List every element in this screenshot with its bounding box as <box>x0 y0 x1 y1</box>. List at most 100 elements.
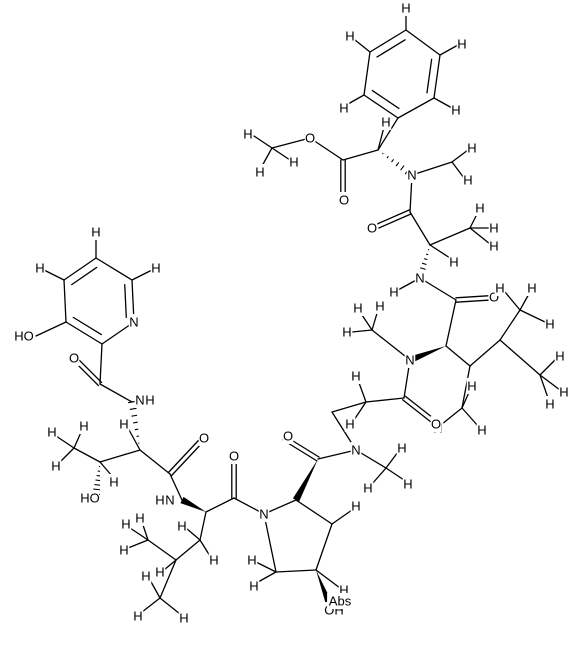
ring-bond-line <box>65 321 103 345</box>
atom-label-background <box>118 542 130 558</box>
atom-label-background <box>338 100 350 116</box>
bond-line <box>451 161 465 179</box>
atom-label-background <box>350 368 362 384</box>
phenyl-hydrogen-label: H <box>451 103 460 118</box>
bond-line <box>147 539 177 561</box>
methyl-hydrogen-label: H <box>289 155 298 170</box>
aromatic-inner-bond-line <box>71 266 98 286</box>
methyl-hydrogen-label: H <box>135 511 144 526</box>
atom-label-background <box>350 498 362 514</box>
atom-label-background <box>476 422 488 438</box>
atom-label-background <box>282 428 294 444</box>
double-bond-line <box>78 359 103 384</box>
aromatic-inner-bond-line <box>426 58 433 94</box>
hashed-wedge-bond <box>127 400 140 444</box>
atom-label-background <box>396 440 408 456</box>
atom-label-background <box>400 0 412 16</box>
atom-label-background <box>488 238 500 254</box>
bond-line <box>385 451 399 469</box>
methyl-hydrogen-label: H <box>51 459 60 474</box>
atom-label-background <box>140 568 152 584</box>
bond-line <box>35 321 67 337</box>
bond-line <box>539 374 549 399</box>
methyl-hydrogen-label: H <box>475 201 484 216</box>
atom-label-background <box>456 36 468 52</box>
carbonyl-oxygen-label: O <box>431 417 441 432</box>
bond-line <box>445 299 457 347</box>
methyl-hydrogen-label: H <box>121 517 130 532</box>
ring-bond-line <box>363 94 399 119</box>
aromatic-inner-bond-line <box>371 89 400 110</box>
atom-label-background <box>304 130 316 146</box>
pyridine-hydrogen-label: H <box>35 261 44 276</box>
ring-bond-line <box>369 29 407 53</box>
bond-line <box>433 97 453 109</box>
ring-hydrogen-label: H <box>247 553 256 568</box>
bond-line <box>127 539 149 549</box>
atom-label-background <box>526 280 538 296</box>
phenyl-hydrogen-label: H <box>457 37 466 52</box>
bond-line <box>461 407 479 427</box>
bond-line <box>253 135 273 149</box>
methyl-hydrogen-label: H <box>119 543 128 558</box>
ring-bond-line <box>263 499 297 515</box>
phenyl-hydrogen-label: H <box>345 29 354 44</box>
methyl-hydrogen-label: H <box>555 349 564 364</box>
atom-label-background <box>404 352 416 368</box>
carbonyl-oxygen-label: O <box>339 193 349 208</box>
bond-line <box>351 329 373 333</box>
atom-labels: HHHHHHOHHHONHHOHHHHNHOHHHHHHHHHNHHHOHHNH… <box>14 0 570 626</box>
amide-nitrogen-label: N <box>415 271 424 286</box>
atom-label-background <box>362 480 374 496</box>
ring-bond-line <box>63 279 67 323</box>
atom-label-background <box>488 220 500 236</box>
methyl-hydrogen-label: H <box>477 423 486 438</box>
bond-line <box>409 211 431 246</box>
ring-bond-line <box>275 569 317 573</box>
bond-line <box>519 309 546 323</box>
bond-line <box>131 269 153 281</box>
bond-line <box>99 343 103 385</box>
methyl-hydrogen-label: H <box>375 299 384 314</box>
methyl-hydrogen-label: H <box>545 317 554 332</box>
methine-hydrogen-label: H <box>109 475 118 490</box>
methyl-hydrogen-label: H <box>342 325 351 340</box>
bond-line <box>469 227 491 245</box>
methylene-hydrogen-label: H <box>345 417 354 432</box>
atom-label-background <box>344 416 356 432</box>
atom-label-background <box>134 392 146 408</box>
ring-hydrogen-label: H <box>339 583 348 598</box>
atom-label-background <box>414 270 426 286</box>
atom-label-background <box>176 518 188 534</box>
double-bond-line <box>75 362 100 387</box>
wedge-bond <box>292 459 318 502</box>
methyl-hydrogen-label: H <box>463 173 472 188</box>
methyl-hydrogen-label: H <box>467 141 476 156</box>
bond-line <box>43 269 65 281</box>
bond-line <box>141 597 161 613</box>
atom-label-background <box>164 492 176 508</box>
atom-label-background <box>352 300 364 316</box>
bond-line <box>365 397 405 403</box>
methyl-hydrogen-label: H <box>133 609 142 624</box>
bond-line <box>354 39 371 53</box>
bond-line <box>99 383 133 403</box>
atom-label-background <box>198 430 210 446</box>
atom-label-background <box>554 348 566 364</box>
bond-line <box>127 427 141 451</box>
atom-label-background <box>68 350 80 366</box>
bond-line <box>159 559 177 599</box>
double-bond-line <box>404 395 435 419</box>
ring-bond-line <box>295 499 333 525</box>
bond-line <box>309 137 344 161</box>
amide-nitrogen-label: N <box>165 493 174 508</box>
atom-label-background <box>134 510 146 526</box>
phenyl-to-alpha-carbon <box>377 117 399 151</box>
bond-line <box>149 579 161 599</box>
atom-label-background <box>246 552 258 568</box>
ring-hydrogen-label: H <box>351 499 360 514</box>
amine-nitrogen-label: N <box>407 168 416 183</box>
atom-label-background <box>338 582 350 598</box>
atom-label-background <box>338 192 350 208</box>
ring-bond-line <box>405 29 441 56</box>
